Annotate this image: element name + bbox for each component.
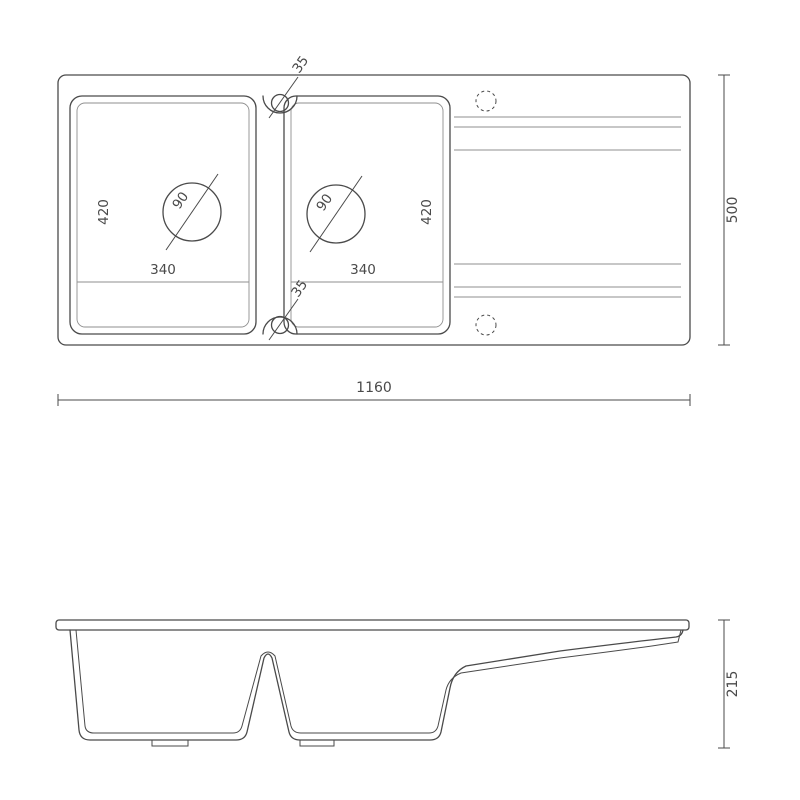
dimension-side-height: 215 bbox=[718, 619, 741, 749]
mount-hole-top: 35 bbox=[262, 53, 312, 119]
side-outer-profile bbox=[69, 629, 684, 741]
bowl-left-inner-edge bbox=[76, 102, 250, 328]
mount-hole-bottom: 35 bbox=[262, 277, 311, 341]
bowl-left-length-label: 420 bbox=[96, 199, 112, 225]
tap-hole-top-dashed-circle bbox=[475, 90, 497, 112]
bowl-right-width-label: 340 bbox=[350, 262, 376, 278]
bowl-right-inner-edge bbox=[290, 102, 444, 328]
bowl-right-drain-leader bbox=[309, 175, 363, 253]
top-view: 90 420 340 90 420 340 35 35 bbox=[57, 53, 741, 406]
mount-hole-top-pocket bbox=[262, 95, 298, 114]
bowl-left-width-label: 340 bbox=[150, 262, 176, 278]
bowl-left-drain-leader bbox=[165, 173, 219, 251]
mount-hole-bottom-label: 35 bbox=[288, 277, 311, 300]
mount-hole-bottom-leader bbox=[268, 298, 299, 341]
mount-hole-top-label: 35 bbox=[289, 53, 312, 76]
bowl-left-rim bbox=[69, 95, 257, 335]
side-height-label: 215 bbox=[725, 671, 741, 698]
dimension-overall-width: 1160 bbox=[57, 380, 691, 406]
drain-boss-right bbox=[299, 739, 335, 747]
mount-hole-top-leader bbox=[268, 76, 299, 119]
bowl-left-drain bbox=[162, 182, 222, 242]
side-rim bbox=[55, 619, 690, 631]
bowl-right-drain bbox=[306, 184, 366, 244]
bowl-right: 90 420 340 bbox=[283, 95, 451, 335]
drainer-grooves bbox=[454, 116, 681, 298]
bowl-left: 90 420 340 bbox=[69, 95, 257, 335]
bowl-right-rim bbox=[283, 95, 451, 335]
side-inner-profile bbox=[75, 629, 682, 734]
mount-hole-bottom-pocket bbox=[262, 316, 298, 335]
drain-boss-left bbox=[151, 739, 189, 747]
tap-hole-bottom-dashed-circle bbox=[475, 314, 497, 336]
overall-depth-label: 500 bbox=[725, 197, 741, 224]
bowl-right-length-label: 420 bbox=[419, 199, 435, 225]
sink-outline bbox=[57, 74, 691, 346]
bowl-left-drain-label: 90 bbox=[169, 189, 192, 212]
dimension-overall-depth: 500 bbox=[718, 74, 741, 346]
overall-width-label: 1160 bbox=[356, 380, 392, 396]
bowl-right-drain-label: 90 bbox=[313, 191, 336, 214]
mount-hole-bottom-circle bbox=[270, 315, 290, 335]
side-view: 215 bbox=[55, 619, 741, 749]
mount-hole-top-circle bbox=[270, 93, 290, 113]
